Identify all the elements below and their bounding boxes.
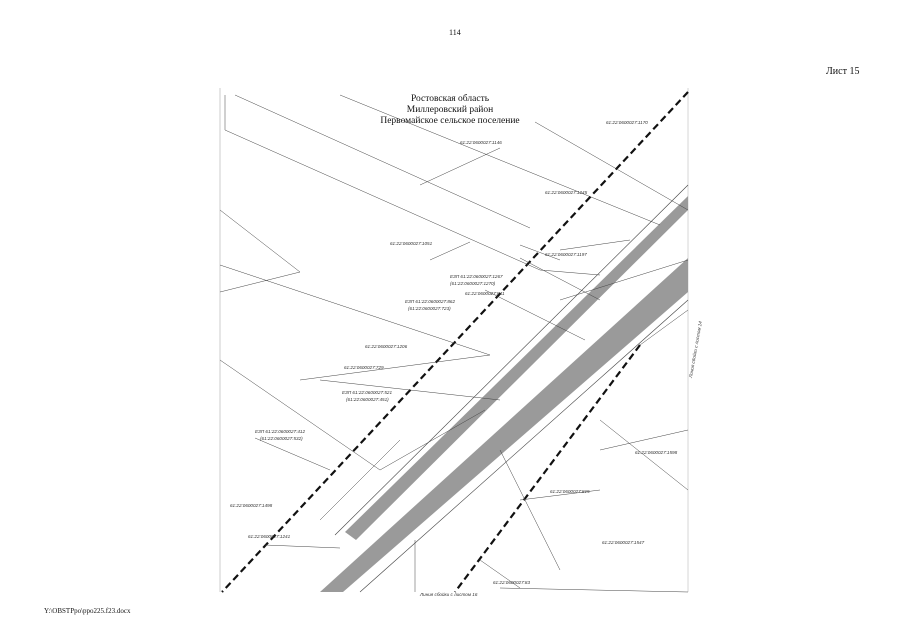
parcel-label: 61:22:0600027:815: [550, 489, 590, 494]
road-band-lower: [320, 258, 688, 592]
road-edge-line: [359, 299, 689, 593]
parcel-label: (61:22:0600027:723): [408, 306, 451, 311]
parcel-label: (61:22:0600027:1270): [450, 281, 496, 286]
parcel-label: 61:22:0600027:83: [493, 580, 530, 585]
parcel-label: 61:22:0600027:1146: [460, 140, 502, 145]
parcel-label: 61:22:0600027:1051: [390, 241, 433, 246]
parcel-label: 61:22:0600027:1170: [606, 120, 648, 125]
parcel-label: (61:22:0600027:532): [260, 436, 303, 441]
region-name: Ростовская область: [410, 94, 490, 104]
road-edge-line: [334, 184, 689, 536]
page-number: 114: [449, 28, 461, 37]
sheet-label: Лист 15: [826, 66, 860, 77]
parcel-label: 61:22:0600027:1598: [635, 450, 678, 455]
parcel-label: 61:22:0600027:1498: [230, 503, 273, 508]
parcel-label: ЕЗП 61:22:0600027:521: [342, 390, 392, 395]
district-name: Миллеровский район: [406, 105, 494, 115]
parcel-label: 61:22:0600027:841: [465, 291, 505, 296]
parcel-label: 61:22:0600027:1547: [602, 540, 645, 545]
parcel-label: (61:22:0600027:451): [346, 397, 389, 402]
parcel-label: 61:22:0600027:1206: [365, 344, 408, 349]
parcel-label: ЕЗП 61:22:0600027:862: [405, 299, 455, 304]
settlement-name: Первомайское сельское поселение: [380, 116, 520, 126]
match-line-label: Линия сбойки с листом 14: [687, 320, 703, 379]
parcel-label: ЕЗП 61:22:0600027:412: [255, 429, 305, 434]
file-path-footer: Y:\OBSTPpo\ppo225.f23.docx: [44, 607, 131, 615]
parcel-lines: [219, 94, 689, 593]
match-line-boundary: [454, 344, 641, 593]
match-line-label: Линия сбойки с листом 16: [419, 591, 478, 597]
map-header: Ростовская область Миллеровский район Пе…: [330, 94, 570, 127]
parcel-label: 61:22:0600027:1245: [545, 190, 588, 195]
parcel-label: 61:22:0600027:729: [344, 365, 384, 370]
parcel-label: 61:22:0600027:1241: [248, 534, 291, 539]
settlement-boundary-line: [221, 91, 689, 593]
road-band-upper: [345, 196, 688, 540]
parcel-label: ЕЗП 61:22:0600027:1267: [450, 274, 503, 279]
parcel-label: 61:22:0600027:1197: [545, 252, 587, 257]
